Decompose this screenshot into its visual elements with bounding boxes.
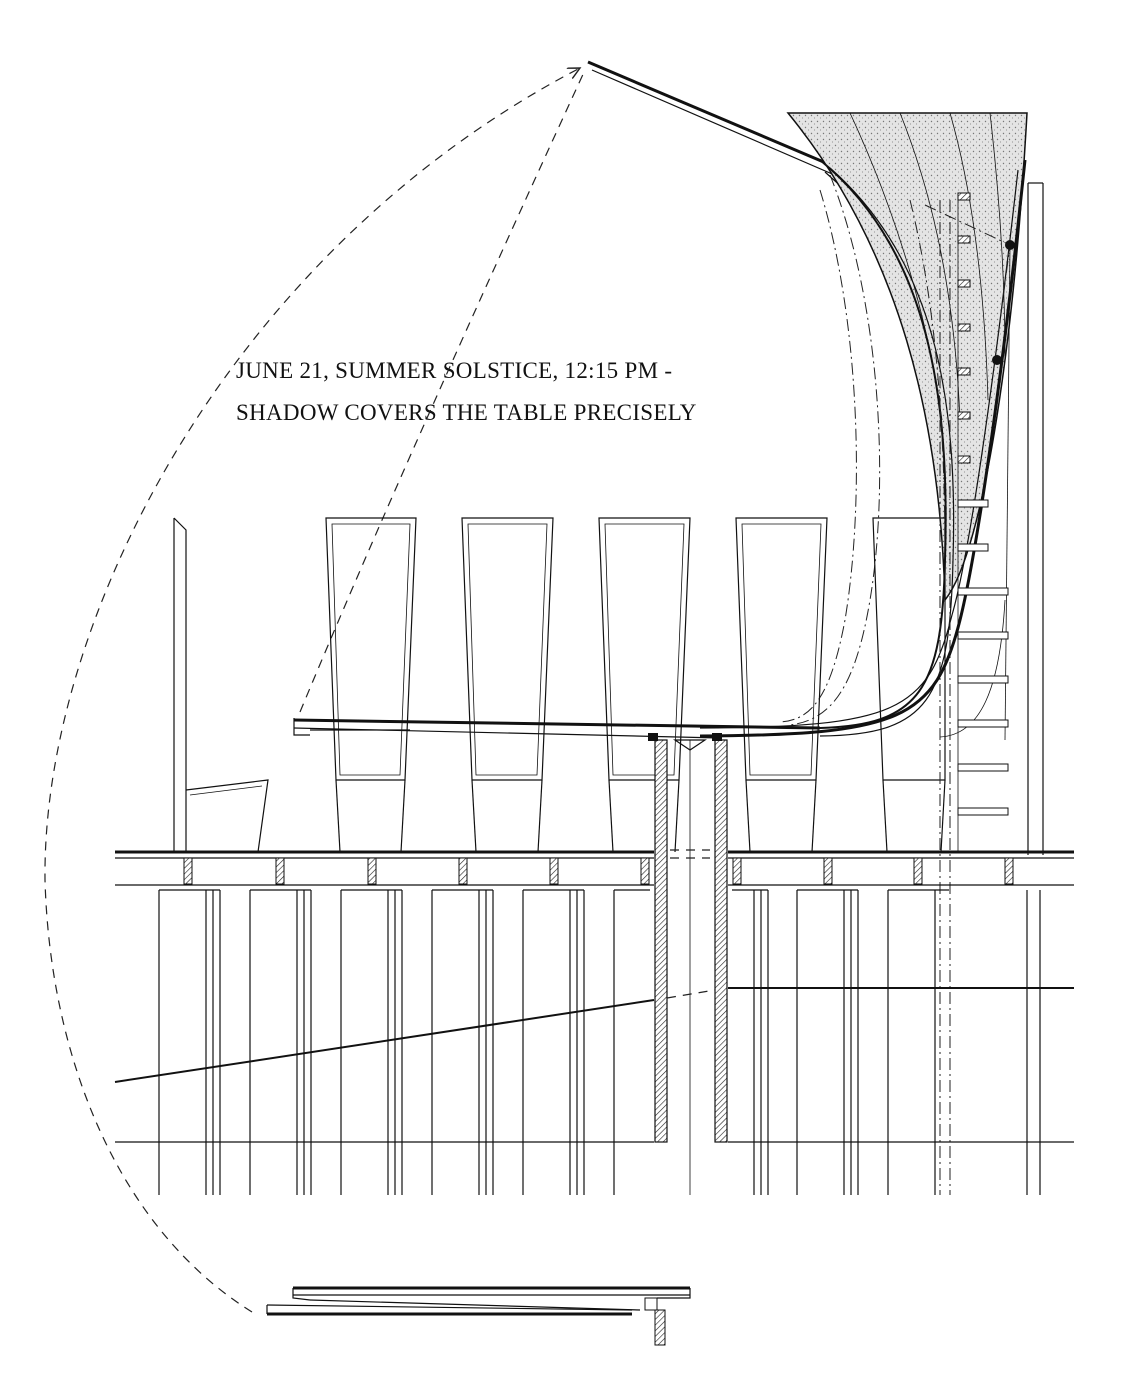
deck — [115, 850, 1074, 886]
ground-lines — [114, 987, 1074, 1143]
caption-line-2: SHADOW COVERS THE TABLE PRECISELY — [236, 400, 697, 425]
slat-ladder — [939, 192, 1009, 1195]
end-chair — [173, 517, 269, 853]
pivot-dot-lower — [992, 355, 1002, 365]
caption-line-1: JUNE 21, SUMMER SOLSTICE, 12:15 PM - — [236, 358, 672, 383]
chair-backs — [325, 517, 946, 853]
pivot-dot-upper — [1005, 240, 1015, 250]
joists — [183, 857, 1014, 885]
shade-wedge — [786, 112, 1028, 603]
rotation-arc — [44, 68, 586, 1313]
curved-canopy — [699, 159, 1027, 741]
canopy-detail-inset — [266, 1286, 691, 1346]
piers — [158, 889, 1041, 1195]
central-column — [648, 733, 728, 1195]
right-wall — [1027, 182, 1044, 855]
